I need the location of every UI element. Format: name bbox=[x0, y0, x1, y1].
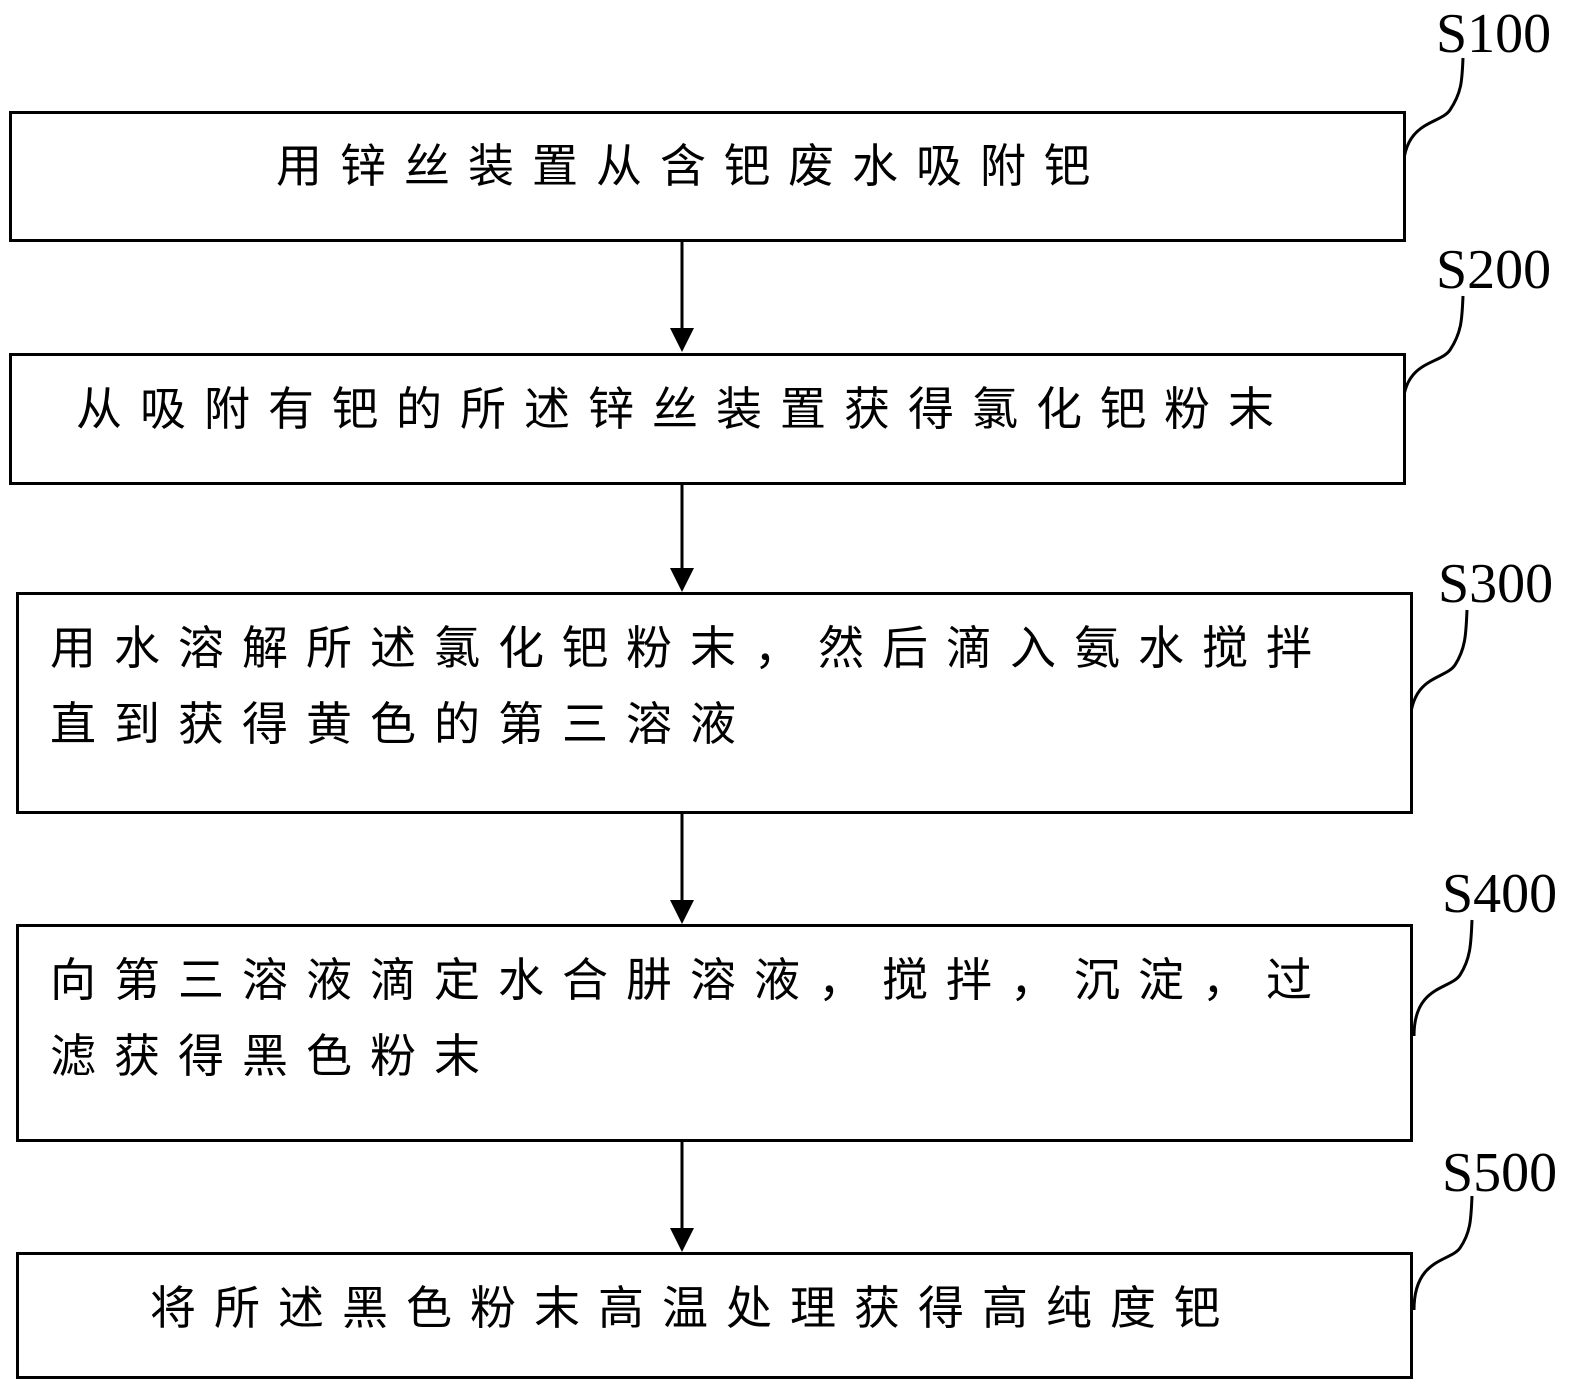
step-text-line: 用锌丝装置从含钯废水吸附钯 bbox=[276, 139, 1108, 193]
arrow-s300-to-s400 bbox=[670, 813, 694, 924]
step-box-s400 bbox=[16, 924, 1413, 1142]
step-box-s500 bbox=[16, 1252, 1413, 1379]
leader-curve-s400 bbox=[1412, 919, 1474, 1037]
step-label-s100: S100 bbox=[1436, 3, 1552, 65]
leader-curve-s100 bbox=[1401, 57, 1465, 173]
leader-curve-s200 bbox=[1401, 295, 1465, 409]
step-text-s400: 向第三溶液滴定水合肼溶液，搅拌，沉淀，过 滤获得黑色粉末 bbox=[50, 942, 1330, 1094]
step-text-line: 用水溶解所述氯化钯粉末，然后滴入氨水搅拌 bbox=[50, 621, 1330, 675]
step-text-line: 从吸附有钯的所述锌丝装置获得氯化钯粉末 bbox=[76, 382, 1292, 436]
step-text-line: 向第三溶液滴定水合肼溶液，搅拌，沉淀，过 bbox=[50, 953, 1330, 1007]
step-box-s100 bbox=[9, 111, 1406, 242]
step-text-s100: 用锌丝装置从含钯废水吸附钯 bbox=[276, 143, 1108, 189]
step-box-s200 bbox=[9, 353, 1406, 485]
step-text-s200: 从吸附有钯的所述锌丝装置获得氯化钯粉末 bbox=[76, 386, 1292, 432]
leader-curve-s500 bbox=[1412, 1195, 1474, 1311]
step-text-line: 将所述黑色粉末高温处理获得高纯度钯 bbox=[150, 1281, 1238, 1335]
arrow-s400-to-s500 bbox=[670, 1141, 694, 1252]
step-label-s300: S300 bbox=[1438, 553, 1554, 615]
leader-curve-s300 bbox=[1408, 609, 1469, 727]
step-label-s200: S200 bbox=[1436, 239, 1552, 301]
step-box-s300 bbox=[16, 592, 1413, 814]
arrow-s100-to-s200 bbox=[670, 241, 694, 352]
step-text-s300: 用水溶解所述氯化钯粉末，然后滴入氨水搅拌 直到获得黄色的第三溶液 bbox=[50, 610, 1330, 762]
step-text-s500: 将所述黑色粉末高温处理获得高纯度钯 bbox=[150, 1285, 1238, 1331]
step-text-line: 滤获得黑色粉末 bbox=[50, 1029, 498, 1083]
step-text-line: 直到获得黄色的第三溶液 bbox=[50, 697, 754, 751]
step-label-s400: S400 bbox=[1442, 863, 1558, 925]
step-label-s500: S500 bbox=[1442, 1142, 1558, 1204]
arrow-s200-to-s300 bbox=[670, 484, 694, 592]
